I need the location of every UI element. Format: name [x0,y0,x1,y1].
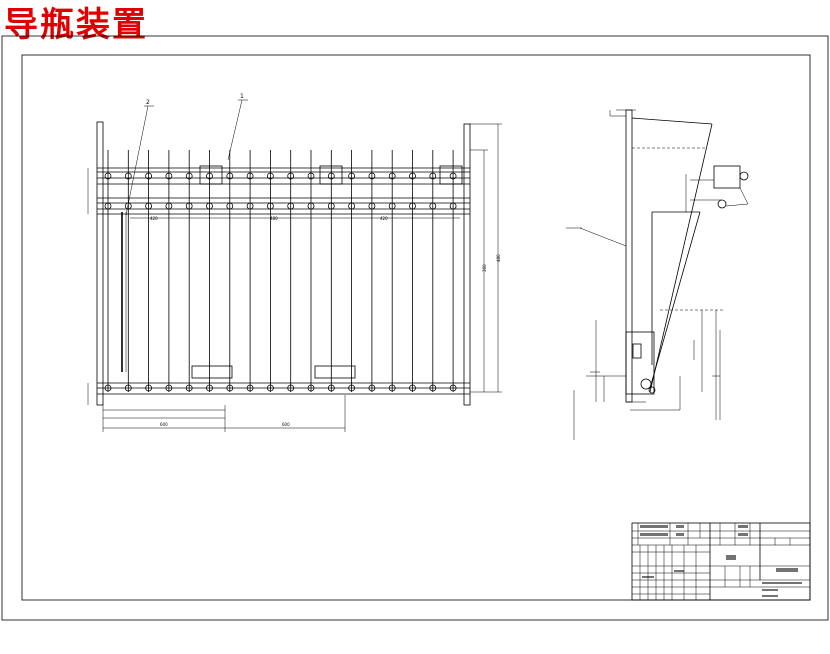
rail-clamp [327,202,335,210]
lower-bracket-right [314,365,356,379]
rail-clamp [449,384,457,392]
lower-block [625,331,655,395]
rail-clamp [307,202,315,210]
rail-clamp [409,172,416,180]
top-bracket-right [439,165,463,185]
left-side-plate [96,121,104,406]
rail-clamp [409,202,416,210]
leader-item-1 [227,99,243,161]
svg-text:420: 420 [150,216,158,221]
rail-clamp [307,384,315,392]
rail-clamp [429,202,437,210]
sensor-wheel [717,199,727,209]
sheet-outer-border [1,35,829,621]
right-side-plate [463,123,471,406]
rail-clamps [104,172,457,392]
guide-rods [107,150,454,392]
rail-clamp [409,384,416,392]
rail-clamp [145,202,153,210]
rail-clamp [104,172,112,180]
svg-text:360: 360 [482,264,487,272]
rail-clamp [206,172,213,180]
rail-clamp [388,172,396,180]
sensor-box [713,165,741,189]
leader-item-2 [125,105,149,216]
sheet-inner-frame [21,54,811,601]
rail-clamp [368,172,376,180]
rail-clamp [165,202,173,210]
rail-clamp [226,172,234,180]
side-post [625,109,633,403]
rail-clamp [287,172,295,180]
rail-clamp [449,172,457,180]
callout-2: 2 [146,99,150,106]
top-bracket-left [199,165,223,185]
rail-clamp [348,384,356,392]
rail-clamp [104,384,112,392]
rail-clamp [206,202,213,210]
rail-clamp [429,384,437,392]
rail-clamp [206,384,213,392]
svg-text:480: 480 [496,254,501,262]
rail-clamp [124,384,132,392]
callout-1: 1 [240,93,244,100]
rail-clamp [145,172,153,180]
rail-clamp [307,172,315,180]
rail-clamp [266,202,274,210]
rail-clamp [327,172,335,180]
rail-clamp [368,202,376,210]
rail-clamp [226,202,234,210]
rail-clamp [165,172,173,180]
front-view: 360 480 420 480 420 600 600 2 1 [87,93,502,432]
rail-clamp [449,202,457,210]
rail-clamp [185,384,193,392]
rail-clamp [287,202,295,210]
top-bracket-middle [319,165,343,185]
rail-clamp [348,172,356,180]
rail-clamp [287,384,295,392]
lower-bracket-left [191,365,233,379]
rail-clamp [124,172,132,180]
rail-clamp [348,202,356,210]
rail-clamp [429,172,437,180]
rail-clamp [327,384,335,392]
title-block [631,522,811,601]
rail-clamp [368,384,376,392]
rail-clamp [145,384,153,392]
svg-text:600: 600 [282,422,290,427]
rail-clamp [266,384,274,392]
rail-clamp [388,384,396,392]
rail-clamp [226,384,234,392]
side-view [566,109,749,440]
rail-clamp [185,172,193,180]
svg-text:420: 420 [380,216,388,221]
rail-clamp [388,202,396,210]
rail-clamp [165,384,173,392]
rail-clamp [104,202,112,210]
rail-clamp [246,202,254,210]
svg-text:600: 600 [160,422,168,427]
rail-clamp [246,384,254,392]
svg-text:480: 480 [270,216,278,221]
rail-clamp [246,172,254,180]
rail-clamp [266,172,274,180]
bottom-roller [640,378,652,390]
rail-clamp [185,202,193,210]
